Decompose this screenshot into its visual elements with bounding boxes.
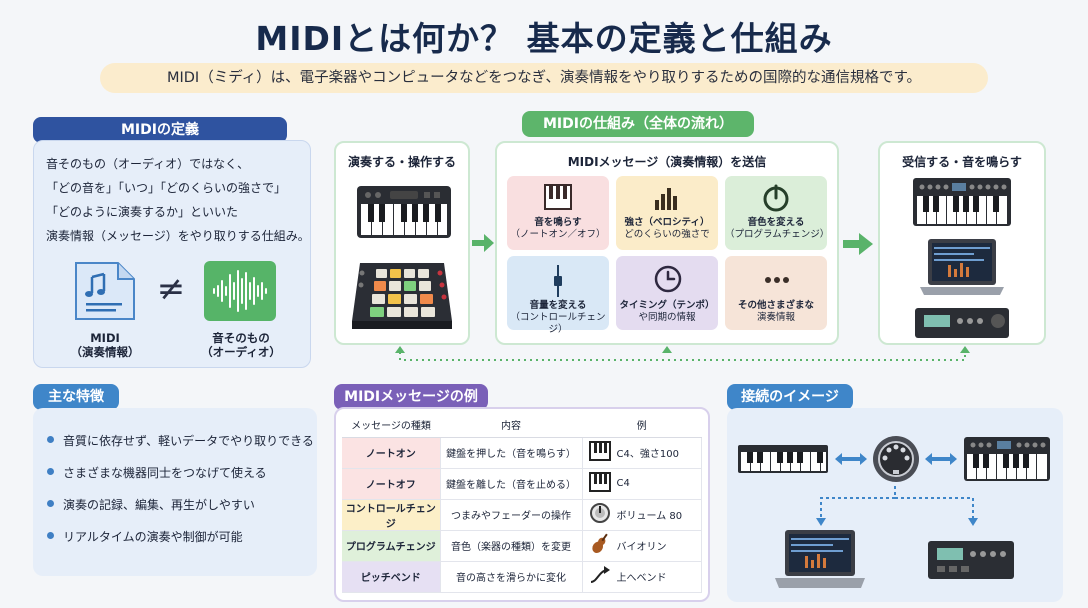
card-program-change: 音色を変える（プログラムチェンジ） xyxy=(725,176,829,250)
feature-item-1: 音質に依存せず、軽いデータでやり取りできる xyxy=(63,434,314,448)
receive-box: 受信する・音を鳴らす xyxy=(878,141,1046,345)
connection-dotted-lines xyxy=(816,486,978,526)
midi-connector-icon xyxy=(873,436,919,482)
flow-heading: MIDIの仕組み（全体の流れ） xyxy=(522,111,754,137)
feedback-dotted-line xyxy=(395,346,970,361)
double-arrow-icon xyxy=(835,453,867,465)
more-icon xyxy=(765,277,789,283)
table-row: ノートオフ 鍵盤を離した（音を止める） C4 xyxy=(342,468,702,500)
row-desc: 鍵盤を押した（音を鳴らす） xyxy=(440,437,583,469)
feature-item-3: 演奏の記録、編集、再生がしやすい xyxy=(63,498,255,512)
clock-icon xyxy=(654,265,682,293)
arrow-right-icon xyxy=(472,234,494,252)
table-row: ノートオン 鍵盤を押した（音を鳴らす） C4、強さ100 xyxy=(342,437,702,469)
message-examples-table: メッセージの種類 内容 例 ノートオン 鍵盤を押した（音を鳴らす） C4、強さ1… xyxy=(342,413,702,593)
card-velocity: 強さ（ベロシティ）どのくらいの強さで xyxy=(616,176,718,250)
violin-icon xyxy=(591,533,608,553)
send-box: 演奏する・操作する xyxy=(334,141,470,345)
row-example: ボリューム 80 xyxy=(582,499,702,531)
card-note-on-off: 音を鳴らす（ノートオン／オフ） xyxy=(507,176,609,250)
card-timing: タイミング（テンポ）や同期の情報 xyxy=(616,256,718,330)
power-knob-icon xyxy=(763,184,789,212)
definition-line-4: 演奏情報（メッセージ）をやり取りする仕組み。 xyxy=(46,229,310,243)
audio-wave-icon xyxy=(204,261,276,321)
table-header-row: メッセージの種類 内容 例 xyxy=(342,413,702,438)
feature-item-4: リアルタイムの演奏や制御が可能 xyxy=(63,530,243,544)
connection-heading: 接続のイメージ xyxy=(727,384,853,410)
row-type: ピッチベンド xyxy=(342,561,441,593)
receive-heading: 受信する・音を鳴らす xyxy=(902,155,1022,169)
not-equal-symbol: ≠ xyxy=(156,269,186,309)
definition-line-3: 「どのように演奏するか」といいた xyxy=(46,205,239,219)
knob-icon xyxy=(589,503,610,523)
bar-chart-icon xyxy=(655,188,677,210)
row-type: コントロールチェンジ xyxy=(342,499,441,531)
midi-caption: MIDI （演奏情報） xyxy=(70,331,140,359)
feature-item-2: さまざまな機器同士をつなげて使える xyxy=(63,466,267,480)
keyboard-icon xyxy=(588,472,611,492)
row-type: プログラムチェンジ xyxy=(342,530,441,562)
row-example: C4 xyxy=(582,468,702,500)
row-example: 上へベンド xyxy=(582,561,702,593)
subtitle-banner: MIDI（ミディ）は、電子楽器やコンピュータなどをつなぎ、演奏情報をやり取りする… xyxy=(100,63,988,93)
audio-caption: 音そのもの （オーディオ） xyxy=(201,331,281,359)
page-title: MIDIとは何か？ 基本の定義と仕組み xyxy=(255,19,833,58)
keyboard-icon xyxy=(588,441,611,461)
arrow-right-icon xyxy=(843,233,873,255)
row-type: ノートオン xyxy=(342,437,441,469)
midi-keyboard-icon xyxy=(357,186,451,238)
send-heading: 演奏する・操作する xyxy=(347,155,456,169)
bend-arrow-icon xyxy=(590,566,610,583)
pad-controller-icon xyxy=(352,263,452,329)
features-panel: 音質に依存せず、軽いデータでやり取りできる さまざまな機器同士をつなげて使える … xyxy=(33,408,317,576)
keyboard-icon xyxy=(544,184,572,210)
row-example: C4、強さ100 xyxy=(582,437,702,469)
definition-line-2: 「どの音を」「いつ」「どのくらいの強さで」 xyxy=(46,181,287,195)
examples-heading: MIDIメッセージの例 xyxy=(334,384,488,410)
row-example: バイオリン xyxy=(582,530,702,562)
row-desc: つまみやフェーダーの操作 xyxy=(440,499,583,531)
definition-line-1: 音そのもの（オーディオ）ではなく、 xyxy=(46,157,250,171)
card-other-info: その他さまざまな演奏情報 xyxy=(725,256,827,330)
midi-file-icon xyxy=(74,261,136,321)
column-header-type: メッセージの種類 xyxy=(342,413,440,438)
column-header-desc: 内容 xyxy=(440,413,582,438)
features-heading: 主な特徴 xyxy=(33,384,119,410)
fader-icon xyxy=(554,265,562,297)
row-type: ノートオフ xyxy=(342,468,441,500)
sound-module-icon xyxy=(928,541,1014,579)
double-arrow-icon xyxy=(925,453,957,465)
definition-heading: MIDIの定義 xyxy=(33,117,287,143)
midi-keyboard-icon xyxy=(738,445,828,473)
synthesizer-icon xyxy=(964,437,1050,481)
row-desc: 鍵盤を離した（音を止める） xyxy=(440,468,583,500)
synthesizer-icon xyxy=(913,178,1011,226)
laptop-icon xyxy=(920,239,1004,295)
definition-panel: 音そのもの（オーディオ）ではなく、 「どの音を」「いつ」「どのくらいの強さで」 … xyxy=(33,140,311,368)
message-heading: MIDIメッセージ（演奏情報）を送信 xyxy=(567,155,767,169)
laptop-icon xyxy=(775,530,865,588)
table-row: コントロールチェンジ つまみやフェーダーの操作 ボリューム 80 xyxy=(342,499,702,531)
table-row: プログラムチェンジ 音色（楽器の種類）を変更 バイオリン xyxy=(342,530,702,562)
card-control-change: 音量を変える（コントロールチェンジ） xyxy=(507,256,609,335)
table-row: ピッチベンド 音の高さを滑らかに変化 上へベンド xyxy=(342,561,702,593)
sound-module-icon xyxy=(915,308,1009,338)
connection-panel xyxy=(727,408,1063,602)
row-desc: 音の高さを滑らかに変化 xyxy=(440,561,583,593)
column-header-example: 例 xyxy=(582,413,702,438)
row-desc: 音色（楽器の種類）を変更 xyxy=(440,530,583,562)
